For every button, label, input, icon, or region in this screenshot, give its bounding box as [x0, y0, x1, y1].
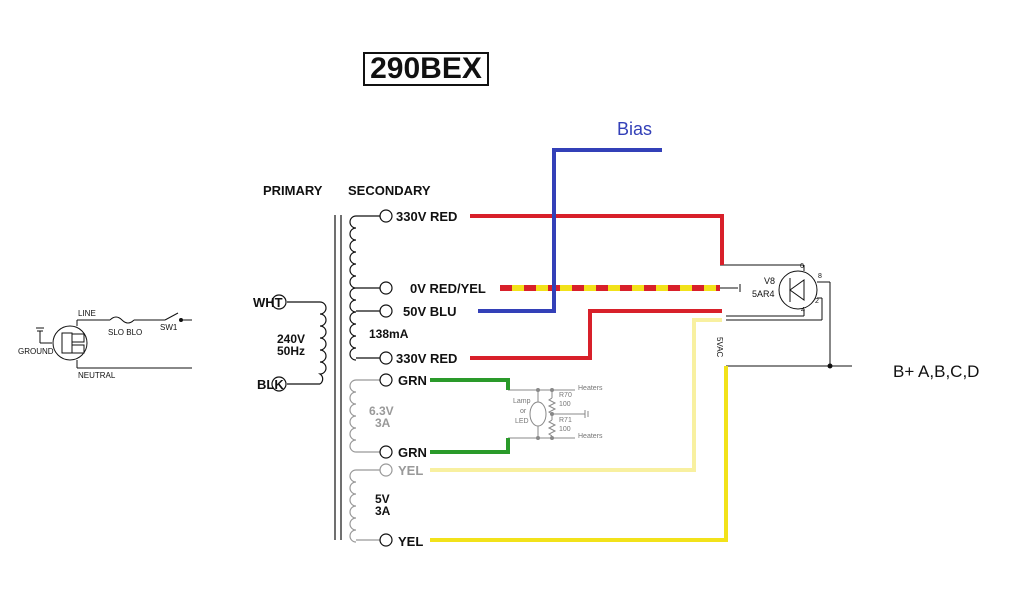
fuse-icon — [109, 316, 135, 324]
tap-330v-top-label: 330V RED — [396, 209, 458, 224]
terminal-0v — [379, 281, 393, 295]
rectifier-tube — [720, 264, 852, 367]
wire-blue-bias — [478, 148, 662, 313]
terminal-yel-bottom — [379, 533, 393, 547]
plug-icon — [52, 325, 88, 361]
terminal-yel-top — [379, 463, 393, 477]
wire-green-top — [430, 378, 510, 390]
terminal-blk — [271, 376, 287, 392]
secondary-rect-coil — [349, 469, 380, 543]
junction-dot — [536, 388, 540, 392]
lamp-label: Lamp — [513, 398, 531, 405]
sw1-label: SW1 — [160, 323, 178, 332]
terminal-grn-bottom — [379, 445, 393, 459]
switch-icon — [164, 312, 179, 321]
plug-ground-pin — [61, 332, 73, 354]
primary-wht-label: WHT — [253, 295, 283, 310]
r70-label: R70 — [559, 392, 572, 399]
terminal-50v — [379, 304, 393, 318]
transformer-core — [334, 215, 342, 540]
secondary-heater-coil — [349, 379, 380, 453]
wire-red-top — [470, 214, 724, 265]
pin6-label: 6 — [800, 263, 804, 270]
yel-top-label: YEL — [398, 463, 424, 478]
neutral-label: NEUTRAL — [78, 371, 116, 380]
current-label: 138mA — [369, 327, 409, 341]
rect-winding — [349, 469, 357, 543]
primary-header: PRIMARY — [263, 183, 323, 198]
bias-label: Bias — [617, 119, 653, 139]
r71-resistor-icon — [547, 419, 557, 437]
junction-dot — [550, 436, 554, 440]
wire-red-bottom — [470, 309, 722, 360]
tap-50v-label: 50V BLU — [403, 304, 457, 319]
wire-green-bottom — [430, 438, 510, 454]
primary-blk-label: BLK — [257, 377, 284, 392]
ground-label: GROUND — [18, 347, 54, 356]
secondary-hv-coil — [349, 215, 380, 361]
colored-wires — [430, 148, 728, 542]
junction-dot — [536, 436, 540, 440]
pin2-label: 2 — [815, 298, 819, 305]
tube-envelope-icon — [778, 270, 818, 310]
grn-top-label: GRN — [398, 373, 427, 388]
b-plus-junction-dot — [827, 363, 833, 369]
r71-value-label: 100 — [559, 426, 571, 433]
heaters-top-label: Heaters — [578, 385, 603, 392]
terminal-wht — [271, 294, 287, 310]
heaters-bottom-label: Heaters — [578, 433, 603, 440]
primary-freq-label: 50Hz — [277, 344, 306, 358]
primary-coil — [287, 301, 327, 385]
rect-voltage-label: 5V — [375, 492, 390, 506]
pin8-label: 8 — [818, 273, 822, 280]
terminals — [271, 209, 393, 547]
tube-ref-label: V8 — [764, 276, 776, 286]
secondary-hv-winding — [349, 215, 357, 361]
line-label: LINE — [78, 309, 96, 318]
r70-resistor-icon — [547, 397, 557, 415]
primary-winding — [318, 301, 327, 385]
wire-yellow-pale — [430, 318, 722, 472]
tap-0v-label: 0V RED/YEL — [410, 281, 486, 296]
grn-bottom-label: GRN — [398, 445, 427, 460]
tube-type-label: 5AR4 — [752, 289, 775, 299]
heater-winding — [349, 379, 357, 453]
terminal-330v-bottom — [379, 351, 393, 365]
rect-current-label: 3A — [375, 504, 391, 518]
terminal-grn-top — [379, 373, 393, 387]
junction-dot — [550, 388, 554, 392]
b-plus-label: B+ A,B,C,D — [893, 362, 980, 381]
heater-voltage-label: 6.3V — [369, 404, 394, 418]
or-label: or — [520, 408, 527, 415]
junction-dot — [550, 412, 554, 416]
primary-voltage-label: 240V — [277, 332, 306, 346]
mains-inlet — [36, 312, 192, 369]
slo-blo-label: SLO BLO — [108, 328, 143, 337]
diagram-title: 290BEX — [363, 52, 489, 86]
plug-neutral-pin — [71, 344, 85, 354]
yel-bottom-label: YEL — [398, 534, 424, 549]
secondary-header: SECONDARY — [348, 183, 431, 198]
r71-label: R71 — [559, 417, 572, 424]
tap-330v-bottom-label: 330V RED — [396, 351, 458, 366]
lamp-icon — [529, 401, 547, 427]
pin4-label: 4 — [801, 307, 805, 314]
vac-label: 5VAC — [715, 337, 724, 358]
r70-value-label: 100 — [559, 401, 571, 408]
terminal-330v-top — [379, 209, 393, 223]
diode-symbol-icon — [789, 279, 805, 301]
plug-line-pin — [71, 333, 85, 343]
led-label: LED — [515, 418, 529, 425]
heater-junction-dots — [536, 388, 554, 440]
wire-yellow — [430, 366, 728, 542]
heater-current-label: 3A — [375, 416, 391, 430]
